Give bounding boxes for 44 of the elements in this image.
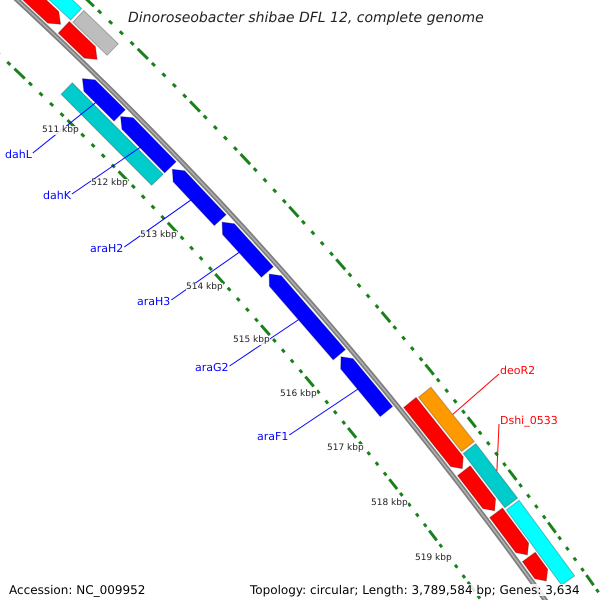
leader-line bbox=[32, 102, 96, 154]
gene-feature bbox=[506, 500, 576, 586]
gene-label: dahK bbox=[43, 190, 71, 201]
tick-label: 517 kbp bbox=[327, 444, 364, 453]
gene-feature bbox=[489, 507, 530, 556]
gene-feature bbox=[172, 168, 227, 226]
gene-feature bbox=[403, 396, 464, 470]
gene-feature bbox=[60, 82, 164, 186]
gene-label: araH2 bbox=[90, 243, 124, 254]
tick-label: 518 kbp bbox=[371, 499, 408, 508]
tick-label: 512 kbp bbox=[91, 179, 128, 188]
genome-summary-text: Topology: circular; Length: 3,789,584 bp; Genes: 3,634 bbox=[250, 584, 580, 596]
gene-feature bbox=[58, 20, 98, 60]
leader-line bbox=[452, 374, 500, 415]
tick-label: 513 kbp bbox=[140, 231, 177, 240]
gene-feature bbox=[222, 222, 274, 278]
gene-feature bbox=[418, 386, 475, 452]
gene-feature bbox=[456, 465, 496, 512]
leader-line bbox=[170, 252, 240, 300]
gene-feature bbox=[522, 552, 548, 582]
leader-line bbox=[71, 146, 140, 194]
gene-feature bbox=[268, 273, 346, 361]
leader-line bbox=[496, 424, 500, 472]
gene-feature bbox=[340, 356, 394, 418]
gene-label: araH3 bbox=[137, 296, 170, 307]
accession-text: Accession: NC_009952 bbox=[9, 584, 146, 596]
gene-label: araF1 bbox=[257, 431, 288, 442]
gene-feature bbox=[72, 10, 119, 56]
gene-label: deoR2 bbox=[500, 365, 536, 376]
tick-label: 519 kbp bbox=[415, 554, 452, 563]
gene-label: dahL bbox=[5, 149, 32, 160]
gene-feature bbox=[120, 116, 177, 174]
tick-label: 516 kbp bbox=[280, 390, 317, 399]
leader-line bbox=[229, 319, 300, 366]
gene-label: araG2 bbox=[195, 362, 229, 373]
leader-line bbox=[124, 200, 192, 248]
tick-label: 511 kbp bbox=[42, 126, 79, 135]
tick-label: 515 kbp bbox=[233, 336, 270, 345]
tick-label: 514 kbp bbox=[186, 283, 223, 292]
leader-line bbox=[288, 388, 358, 436]
gene-feature bbox=[462, 442, 518, 508]
gene-feature bbox=[82, 78, 126, 122]
title: Dinoroseobacter shibae DFL 12, complete genome bbox=[128, 11, 484, 25]
gene-label: Dshi_0533 bbox=[500, 415, 558, 426]
